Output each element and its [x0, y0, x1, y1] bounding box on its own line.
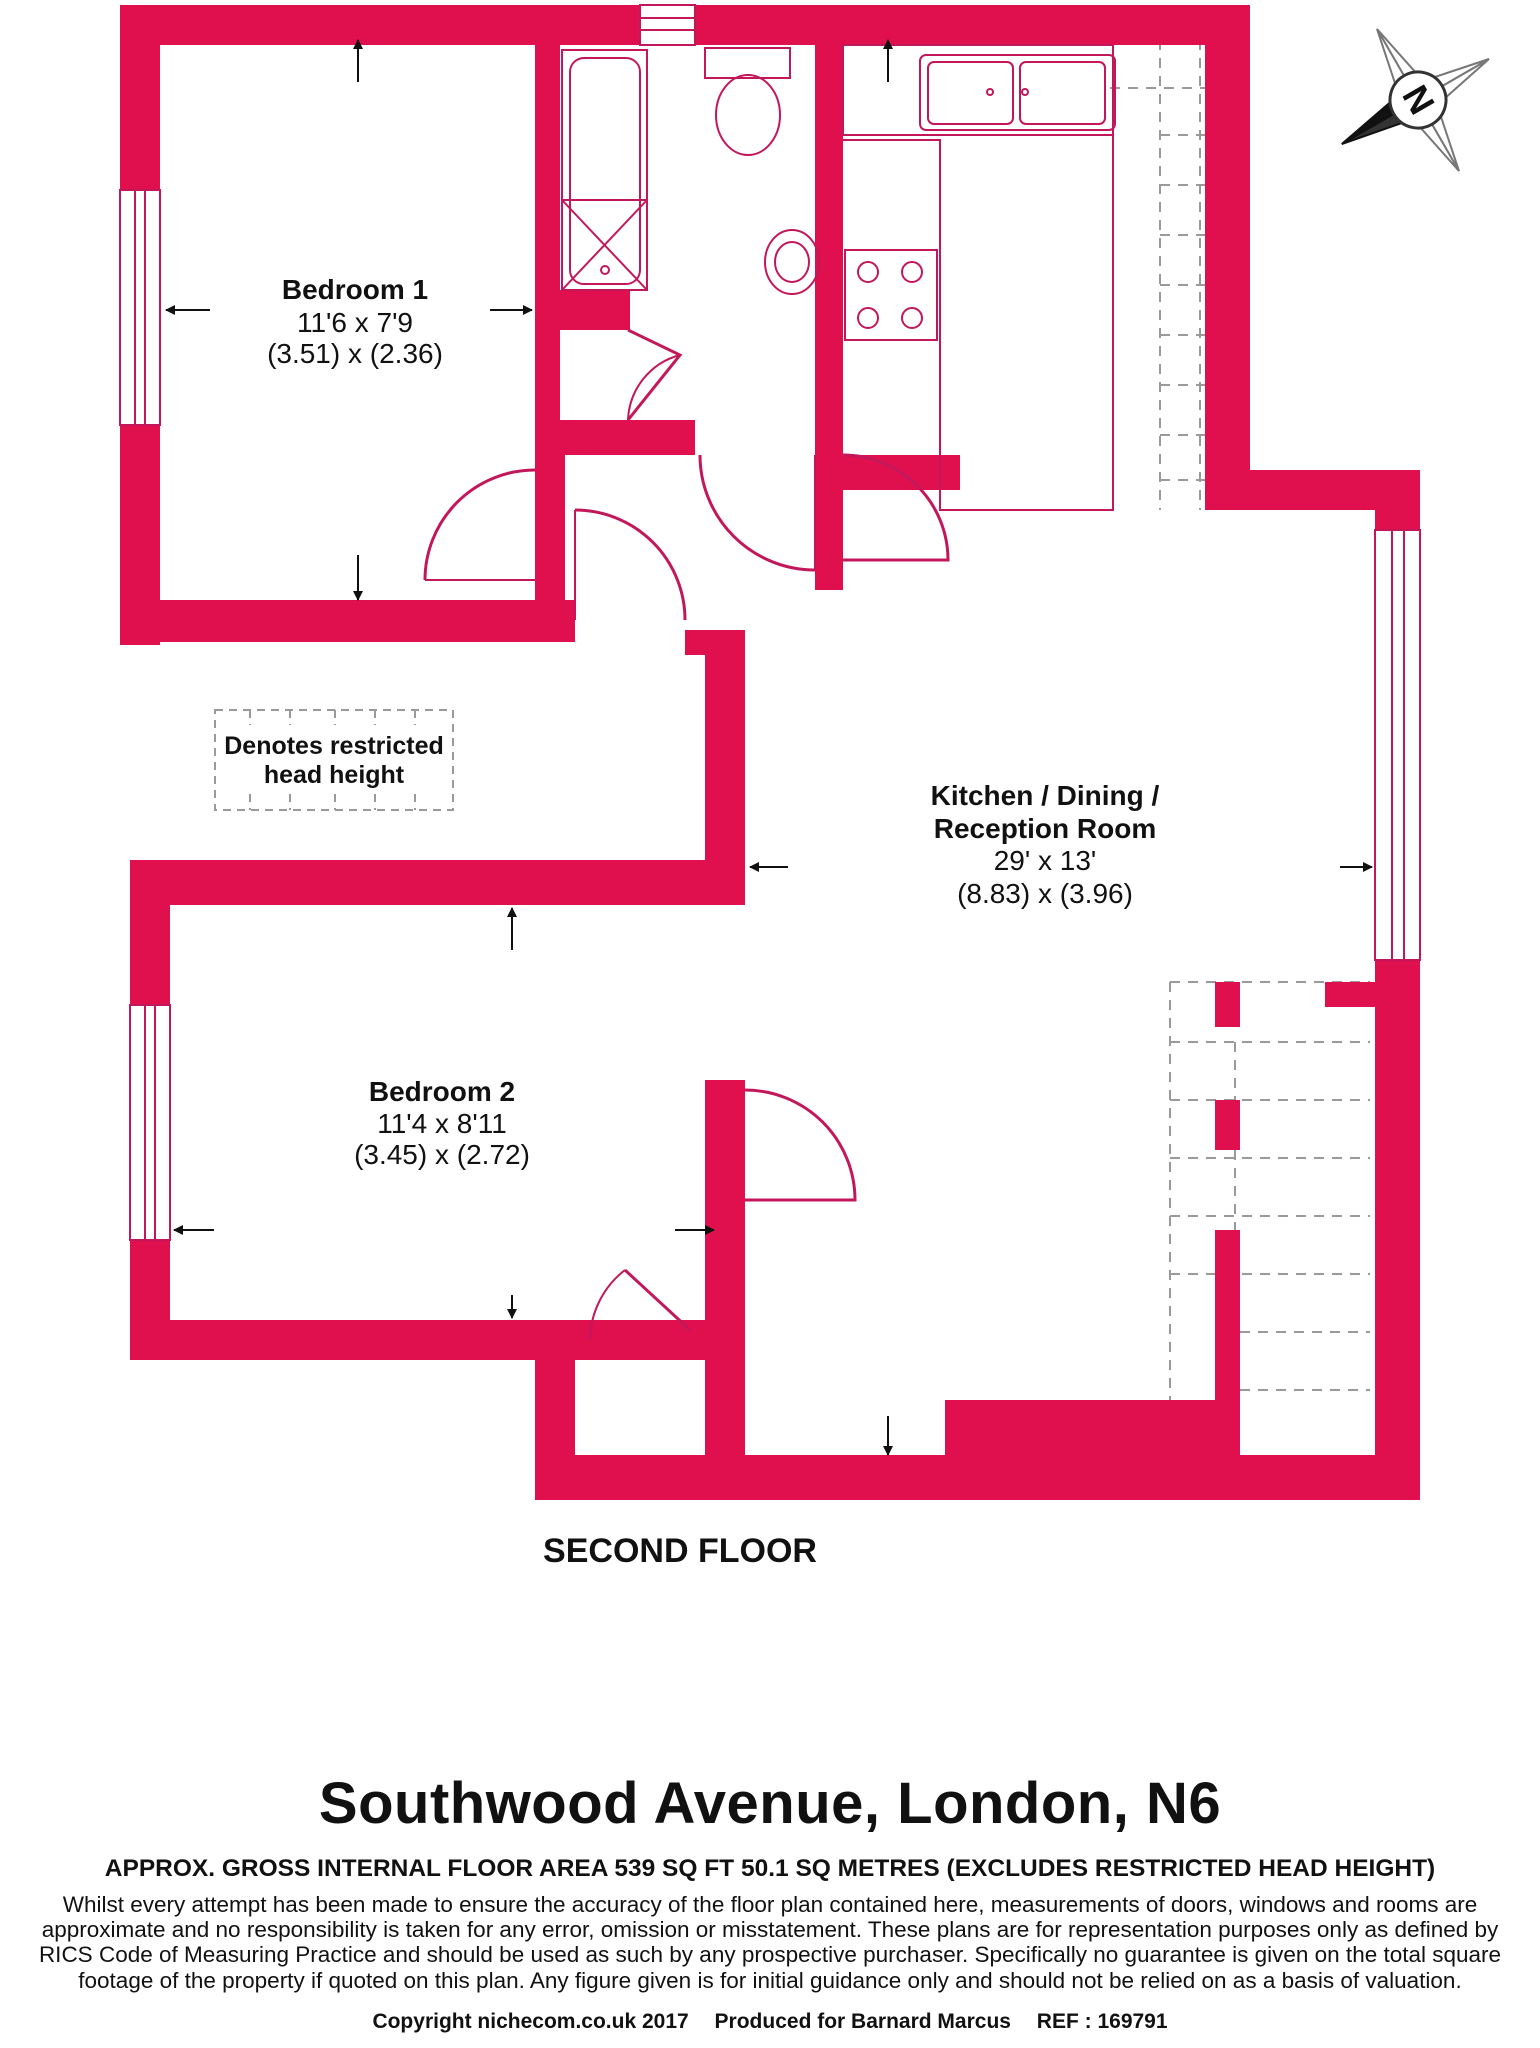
property-address: Southwood Avenue, London, N6 — [318, 1771, 1222, 1836]
room-name-line-2: Reception Room — [934, 813, 1156, 844]
room-dim-imperial: 29' x 13' — [994, 845, 1097, 876]
restricted-area-bottom-right — [1169, 981, 1370, 1410]
floor-label: SECOND FLOOR — [543, 1532, 817, 1570]
door-cupboard-top — [626, 328, 683, 421]
room-dim-metric: (3.45) x (2.72) — [354, 1139, 530, 1170]
window-bathroom — [639, 4, 696, 46]
door-bedroom2 — [744, 1088, 857, 1202]
copyright-text: Copyright nichecom.co.uk 2017 — [372, 2010, 689, 2033]
door-cupboard-bottom — [623, 1268, 692, 1332]
floor-area-summary: APPROX. GROSS INTERNAL FLOOR AREA 539 SQ… — [104, 1855, 1436, 1882]
doors — [423, 328, 950, 1341]
room-dim-imperial: 11'4 x 8'11 — [377, 1108, 507, 1139]
door-bedroom1 — [423, 468, 536, 581]
window-bedroom1 — [119, 189, 161, 426]
kitchen-counter — [842, 44, 1114, 136]
windows — [119, 4, 1421, 1241]
bathroom-fixtures — [561, 47, 820, 295]
compass-icon: N — [1341, 28, 1490, 172]
door-hall — [574, 508, 687, 621]
room-dim-metric: (3.51) x (2.36) — [267, 338, 443, 369]
restricted-area-top-right — [1110, 40, 1205, 510]
window-bedroom2 — [129, 1004, 171, 1241]
room-name: Bedroom 1 — [282, 274, 428, 305]
room-label-bedroom2: Bedroom 2 11'4 x 8'11 (3.45) x (2.72) — [354, 1076, 530, 1170]
door-kitchen — [842, 453, 950, 562]
kitchen-fixtures — [842, 44, 1116, 511]
room-name-line-1: Kitchen / Dining / — [931, 780, 1160, 811]
window-reception — [1374, 529, 1421, 961]
basin — [764, 229, 820, 295]
legend-line-2: head height — [264, 761, 405, 789]
toilet-cistern — [704, 47, 791, 79]
credits-line: Copyright nichecom.co.uk 2017 Produced f… — [0, 2010, 1540, 2034]
shower-tray — [561, 199, 648, 291]
restricted-head-height-legend: Denotes restricted head height — [214, 709, 454, 811]
legend-line-1: Denotes restricted — [224, 732, 444, 760]
room-label-bedroom1: Bedroom 1 11'6 x 7'9 (3.51) x (2.36) — [267, 274, 443, 369]
hob — [844, 249, 938, 341]
room-dim-imperial: 11'6 x 7'9 — [297, 307, 413, 338]
room-dim-metric: (8.83) x (3.96) — [957, 878, 1133, 909]
door-bathroom — [698, 454, 816, 572]
kitchen-sink — [919, 54, 1116, 131]
room-name: Bedroom 2 — [369, 1076, 515, 1107]
toilet-bowl — [715, 74, 781, 156]
disclaimer-text: Whilst every attempt has been made to en… — [38, 1892, 1502, 1993]
reference-number: REF : 169791 — [1036, 2010, 1168, 2033]
bathtub — [561, 49, 648, 291]
produced-for-text: Produced for Barnard Marcus — [714, 2010, 1011, 2033]
room-label-reception: Kitchen / Dining / Reception Room 29' x … — [931, 780, 1160, 909]
dimension-arrows — [165, 39, 1373, 1456]
